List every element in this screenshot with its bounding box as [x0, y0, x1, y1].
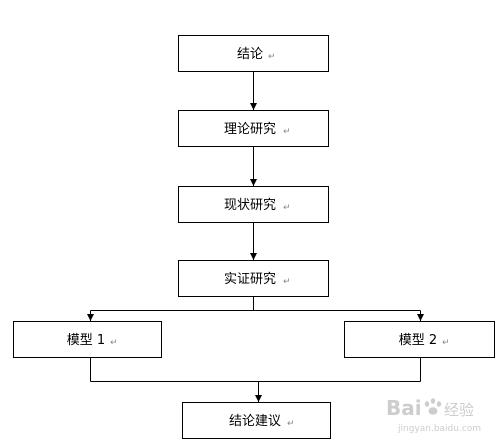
node-model1: 模型 1 ↵	[13, 321, 162, 358]
paragraph-mark-icon: ↵	[283, 127, 291, 137]
paragraph-mark-icon: ↵	[283, 277, 291, 287]
node-theory: 理论研究 ↵	[178, 110, 329, 147]
node-empirical-label: 实证研究	[224, 272, 276, 287]
node-conclusion: 结论 ↵	[178, 35, 329, 72]
node-status-label: 现状研究	[224, 198, 276, 213]
paragraph-mark-icon: ↵	[283, 203, 291, 213]
paragraph-mark-icon: ↵	[287, 419, 295, 429]
node-theory-label: 理论研究	[224, 122, 276, 137]
paragraph-mark-icon: ↵	[268, 52, 276, 62]
paragraph-mark-icon: ↵	[110, 338, 118, 348]
node-suggestion: 结论建议 ↵	[182, 402, 331, 439]
node-model2-label: 模型 2	[399, 333, 437, 348]
node-status: 现状研究 ↵	[178, 186, 329, 223]
node-model2: 模型 2 ↵	[344, 321, 495, 358]
node-empirical: 实证研究 ↵	[178, 260, 329, 297]
node-model1-label: 模型 1	[67, 333, 105, 348]
watermark-url: jingyan.baidu.com	[397, 424, 481, 434]
node-conclusion-label: 结论	[237, 47, 263, 62]
paragraph-mark-icon: ↵	[442, 338, 450, 348]
paw-logo-icon	[424, 398, 442, 415]
node-suggestion-label: 结论建议	[229, 414, 281, 429]
watermark-brand: Bai	[386, 396, 422, 420]
watermark-suffix: 经验	[444, 401, 474, 419]
watermark: Bai 经验 jingyan.baidu.com	[386, 396, 481, 434]
